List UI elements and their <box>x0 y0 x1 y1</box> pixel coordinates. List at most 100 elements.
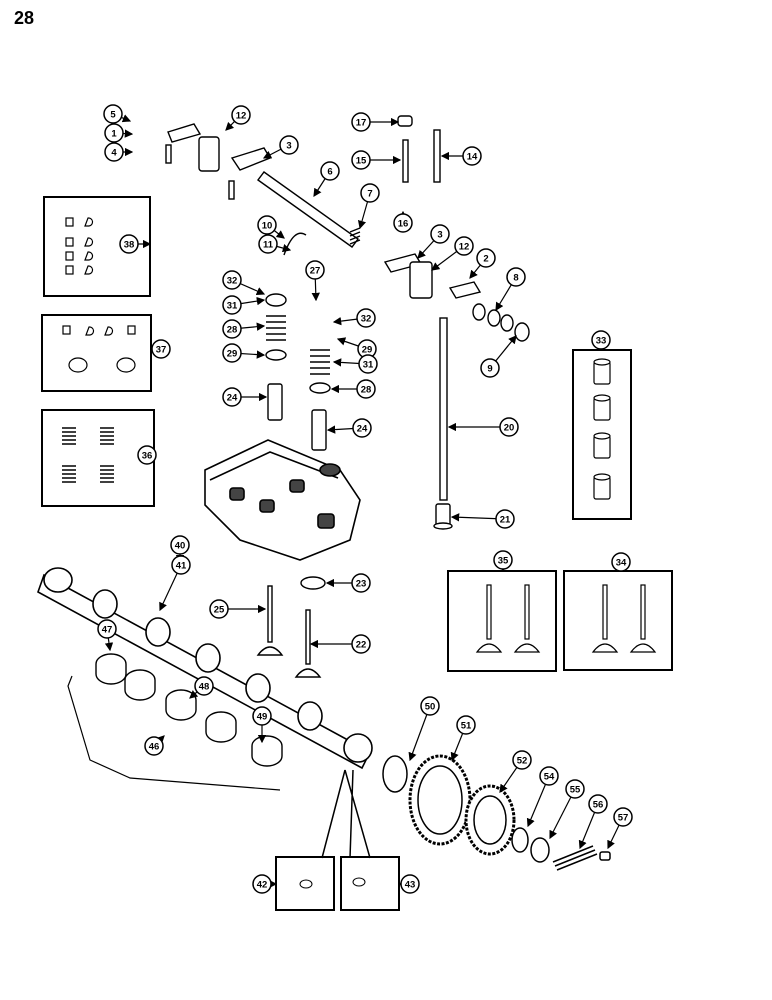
callout-label: 32 <box>361 314 372 325</box>
callout-circle <box>613 807 633 827</box>
callout-label: 29 <box>227 349 238 360</box>
callout-circle <box>393 213 413 233</box>
callout-circle <box>252 874 272 894</box>
callout-3: 3 <box>262 135 299 159</box>
callout-circle <box>97 619 117 639</box>
callout-label: 49 <box>257 712 268 723</box>
callout-4: 4 <box>104 142 134 162</box>
callout-circle <box>222 319 242 339</box>
callout-label: 51 <box>461 721 472 732</box>
callout-circle <box>258 234 278 254</box>
callout-label: 41 <box>176 561 187 572</box>
callout-34: 34 <box>611 552 631 573</box>
screw-4 <box>165 144 172 164</box>
callout-circle <box>476 248 496 268</box>
callout-36: 36 <box>137 445 157 465</box>
adjusting-screw <box>228 180 235 200</box>
callout-43: 43 <box>397 874 420 894</box>
callout-circle <box>151 339 171 359</box>
callout-circle <box>222 387 242 407</box>
callout-22: 22 <box>309 634 371 654</box>
callout-circle <box>103 104 123 124</box>
callout-circle <box>209 599 229 619</box>
spring-56 <box>552 845 598 871</box>
callout-label: 35 <box>498 556 509 567</box>
callout-circle <box>231 105 251 125</box>
callout-label: 50 <box>425 702 436 713</box>
callout-circle <box>351 150 371 170</box>
callout-circle <box>588 794 608 814</box>
callout-7: 7 <box>357 183 380 230</box>
callout-label: 55 <box>570 785 581 796</box>
callout-8: 8 <box>495 267 526 312</box>
callout-label: 57 <box>618 813 629 824</box>
callout-32: 32 <box>222 270 266 295</box>
callout-label: 8 <box>513 273 518 284</box>
callout-circle <box>222 270 242 290</box>
callout-24: 24 <box>326 418 372 438</box>
callout-label: 17 <box>356 118 367 129</box>
callout-label: 6 <box>327 167 332 178</box>
callout-27: 27 <box>305 260 325 302</box>
callout-20: 20 <box>447 417 519 437</box>
callout-label: 16 <box>398 219 409 230</box>
callout-33: 33 <box>591 330 611 352</box>
kit-box-42 <box>275 856 335 911</box>
callout-29: 29 <box>336 337 377 359</box>
callout-circle <box>351 573 371 593</box>
callout-48: 48 <box>189 676 214 699</box>
kit-box-43 <box>340 856 400 911</box>
callout-circle <box>170 535 190 555</box>
rocker-arm-3 <box>230 147 272 171</box>
callout-23: 23 <box>325 573 371 593</box>
callout-label: 42 <box>257 880 268 891</box>
callout-label: 1 <box>111 129 117 140</box>
callout-circle <box>104 142 124 162</box>
callout-circle <box>430 224 450 244</box>
guide-24b <box>311 409 327 451</box>
callout-label: 32 <box>227 276 238 287</box>
rocker-arm-1 <box>167 123 202 143</box>
snap-ring-9 <box>514 322 530 342</box>
callout-circle <box>279 135 299 155</box>
tube-10 <box>283 232 307 256</box>
callout-circle <box>456 715 476 735</box>
callout-label: 14 <box>467 152 478 163</box>
callout-label: 54 <box>544 772 555 783</box>
nut-17 <box>397 115 413 127</box>
callout-28: 28 <box>330 379 376 399</box>
push-rod-20 <box>439 317 448 501</box>
camshaft <box>37 567 373 770</box>
callout-31: 31 <box>332 354 378 374</box>
callout-circle <box>222 295 242 315</box>
callout-label: 37 <box>156 345 167 356</box>
callout-label: 52 <box>517 756 528 767</box>
callout-circle <box>356 379 376 399</box>
callout-circle <box>257 215 277 235</box>
callout-29: 29 <box>222 343 266 363</box>
callout-circle <box>591 330 611 350</box>
callout-label: 22 <box>356 640 367 651</box>
callout-14: 14 <box>440 146 482 166</box>
callout-55: 55 <box>549 779 585 840</box>
callout-10: 10 <box>257 215 285 239</box>
kit-box-34 <box>563 570 673 671</box>
callout-circle <box>320 161 340 181</box>
kit-box-35 <box>447 570 557 672</box>
callout-12: 12 <box>225 105 251 131</box>
callout-circle <box>119 234 139 254</box>
callout-3: 3 <box>417 224 450 259</box>
callout-circle <box>493 550 513 570</box>
callout-circle <box>351 634 371 654</box>
callout-circle <box>222 343 242 363</box>
callout-circle <box>539 766 559 786</box>
callout-47: 47 <box>97 619 117 652</box>
callout-label: 12 <box>236 111 247 122</box>
rocker-arm-2 <box>448 281 482 299</box>
callout-circle <box>454 236 474 256</box>
callout-label: 28 <box>361 385 372 396</box>
callout-24: 24 <box>222 387 268 407</box>
spring-7 <box>349 227 361 245</box>
